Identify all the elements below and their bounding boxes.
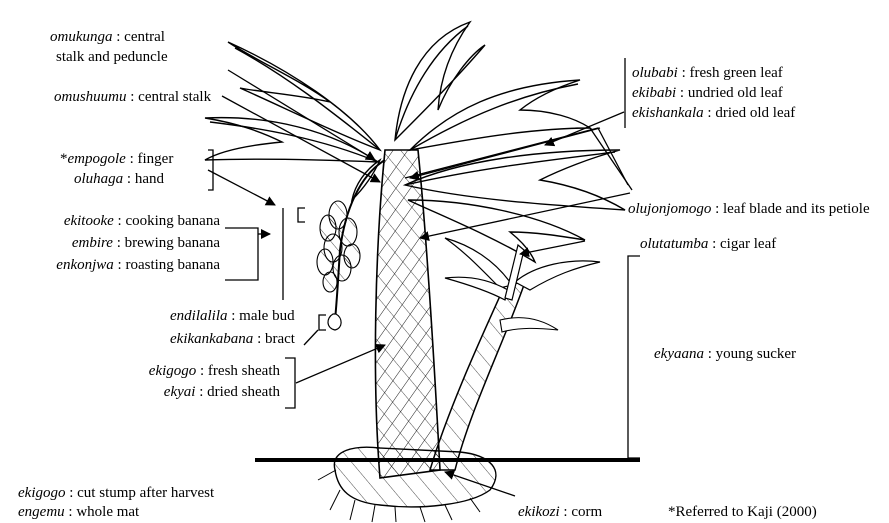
label-ekitooke: ekitooke : cooking banana [0,212,220,230]
label-omukunga: omukunga : central [50,28,165,46]
male-bud [328,314,341,330]
label-olubabi: olubabi : fresh green leaf [632,64,783,82]
banana-bunch [317,201,360,292]
label-ekikankabana: ekikankabana : bract [170,330,295,348]
label-olujonjomogo: olujonjomogo : leaf blade and its petiol… [628,200,870,218]
label-olutatumba: olutatumba : cigar leaf [640,235,776,253]
label-ekishankala: ekishankala : dried old leaf [632,104,795,122]
label-ekibabi: ekibabi : undried old leaf [632,84,783,102]
corm [334,447,496,507]
label-enkonjwa: enkonjwa : roasting banana [0,256,220,274]
label-omukunga-line2: stalk and peduncle [56,48,168,66]
label-embire: embire : brewing banana [0,234,220,252]
footnote: *Referred to Kaji (2000) [668,503,817,521]
young-sucker [430,238,600,470]
label-endilalila: endilalila : male bud [170,307,295,325]
label-ekikozi: ekikozi : corm [518,503,602,521]
label-ekyaana: ekyaana : young sucker [654,345,796,363]
label-ekyai: ekyai : dried sheath [60,383,280,401]
label-omushuumu: omushuumu : central stalk [54,88,211,106]
label-empogole: *empogole : finger [60,150,173,168]
label-oluhaga: oluhaga : hand [74,170,164,188]
label-engemu: engemu : whole mat [18,503,139,521]
label-ekigogo-fresh: ekigogo : fresh sheath [60,362,280,380]
label-ekigogo-stump: ekigogo : cut stump after harvest [18,484,214,502]
